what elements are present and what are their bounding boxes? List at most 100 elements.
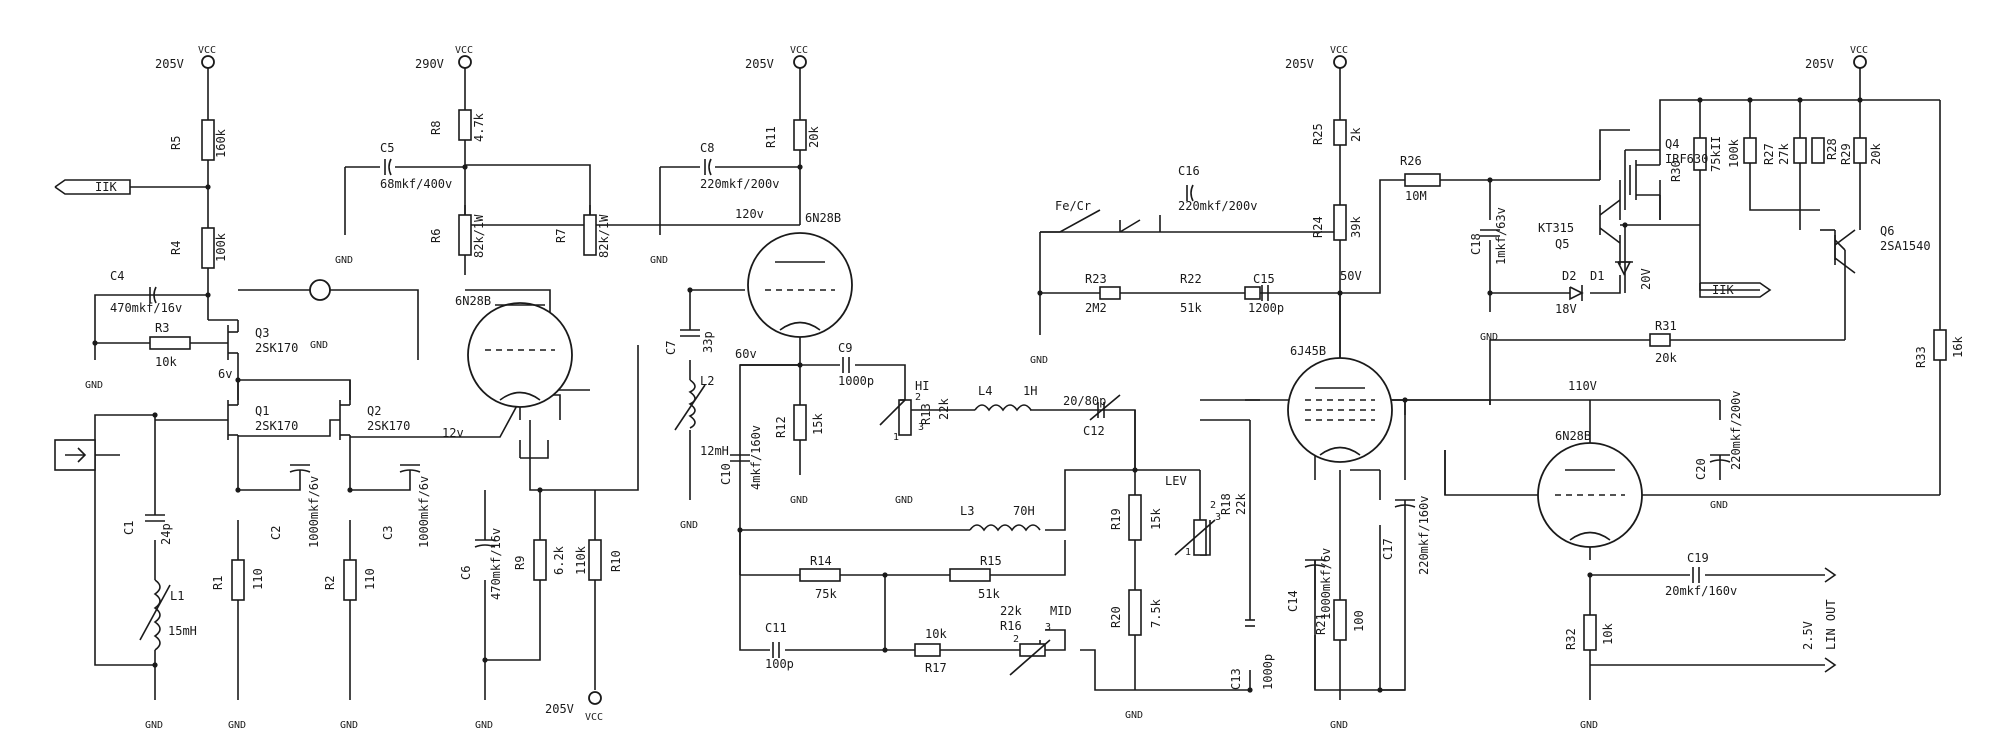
output-lin-out: 2.5V LIN OUT (1801, 567, 1838, 673)
pin-number: 3 (918, 422, 924, 433)
transistor-part: 2SA1540 (1880, 239, 1931, 253)
pin-number: 3 (1045, 622, 1051, 633)
transistor-ref: Q2 (367, 404, 381, 418)
gnd-label: GND (1330, 720, 1348, 731)
potentiometer-r18-lev[interactable]: LEV R18 22k 2 3 1 (1165, 474, 1248, 558)
transistor-ref: Q4 (1665, 137, 1679, 151)
resistor-r9: R9 6.2k (513, 539, 566, 581)
capacitor-ref: C6 (459, 566, 473, 580)
switch-fe-cr[interactable]: Fe/Cr (1040, 199, 1121, 233)
capacitor-value: 1000p (838, 374, 874, 388)
junction-dot (797, 164, 803, 170)
capacitor-value: 20/80p (1063, 394, 1106, 408)
junction-dot (235, 487, 241, 493)
junction-dot (1587, 572, 1593, 578)
resistor-ref: R31 (1655, 319, 1677, 333)
input-connector[interactable] (54, 439, 96, 471)
junction-dot (1747, 97, 1753, 103)
resistor-r25: R25 2k (1311, 119, 1363, 146)
ground-symbol: GND (145, 700, 163, 731)
capacitor-ref: C7 (664, 341, 678, 355)
wires (94, 68, 1941, 700)
resistor-value: 16k (1951, 336, 1965, 358)
resistor-r8: R8 4.7k (429, 109, 486, 142)
ground-symbol: GND (790, 475, 808, 506)
resistor-ref: R6 (429, 229, 443, 243)
diode-value: 20V (1639, 268, 1653, 290)
diode-d2: D2 18V (1555, 269, 1584, 316)
vcc-label: VCC (790, 45, 808, 56)
ground-symbol: GND (340, 700, 358, 731)
resistor-ref: R9 (513, 556, 527, 570)
resistor-r26: R26 10M (1400, 154, 1441, 203)
transistor-ref: Q3 (255, 326, 269, 340)
resistor-ref: R2 (323, 576, 337, 590)
resistor-r1: R1 110 (211, 559, 265, 601)
resistor-ref: R14 (810, 554, 832, 568)
capacitor-value: 220mkf/200v (700, 177, 779, 191)
port-iik-left: IIK (54, 179, 131, 195)
supply-label: 205V (745, 57, 774, 71)
resistor-value: 10k (155, 355, 177, 369)
junction-dot (1487, 177, 1493, 183)
capacitor-value: 220mkf/200v (1729, 391, 1743, 470)
resistor-value: 15k (811, 413, 825, 435)
junction-dot (1247, 687, 1253, 693)
resistor-r21: R21 100 (1314, 599, 1366, 641)
capacitor-value: 470mkf/16v (489, 528, 503, 600)
diode-ref: D2 (1562, 269, 1576, 283)
inductor-l3: L3 70H (960, 504, 1041, 532)
tube-6n28b-1: 6N28B (455, 294, 573, 408)
vcc-label: VCC (455, 45, 473, 56)
resistor-value: 10k (925, 627, 947, 641)
gnd-label: GND (1125, 710, 1143, 721)
resistor-value: 27k (1777, 143, 1791, 165)
junction-dot (1622, 222, 1628, 228)
capacitor-ref: C10 (719, 463, 733, 485)
resistor-value: 20k (1869, 143, 1883, 165)
tube-type: 6N28B (805, 211, 841, 225)
potentiometer-r16-mid[interactable]: MID 22k R16 2 3 (1000, 604, 1072, 676)
resistor-value: 75k (815, 587, 837, 601)
gnd-label: GND (895, 495, 913, 506)
resistor-r10: 110k R10 (574, 539, 623, 581)
resistor-r23: R23 2M2 (1085, 272, 1121, 315)
node-voltage-12v: 12v (442, 426, 464, 440)
supply-label: 205V (1805, 57, 1834, 71)
junction-dot (205, 292, 211, 298)
resistor-r14: R14 75k (799, 554, 841, 601)
ground-symbol: GND (1030, 335, 1048, 366)
resistor-ref: R33 (1914, 346, 1928, 368)
node-voltage-110v: 110V (1568, 379, 1597, 393)
capacitor-c16: C16 220mkf/200v (1178, 164, 1257, 213)
resistor-value: 20k (1655, 351, 1677, 365)
resistor-ref: R10 (609, 550, 623, 572)
potentiometer-r13-hi[interactable]: HI R13 22k 2 3 1 (879, 379, 951, 443)
junction-dot (537, 487, 543, 493)
capacitor-value: 33p (701, 331, 715, 353)
ground-symbol: GND (650, 235, 668, 266)
gnd-label: GND (1030, 355, 1048, 366)
resistor-r11: R11 20k (764, 119, 821, 151)
resistor-ref: R7 (554, 229, 568, 243)
resistor-value: 2k (1349, 127, 1363, 142)
resistor-ref: R20 (1109, 606, 1123, 628)
resistor-value: 15k (1149, 508, 1163, 530)
inductor-l1: L1 15mH (139, 579, 197, 651)
capacitor-value: 68mkf/400v (380, 177, 452, 191)
resistor-ref: R13 (919, 403, 933, 425)
capacitor-value: 1200p (1248, 301, 1284, 315)
capacitor-c1: C1 24p (122, 514, 173, 545)
supply-205v-q3: 205V VCC (155, 45, 216, 71)
resistor-r15: R15 51k (949, 554, 1002, 601)
capacitor-value: 470mkf/16v (110, 301, 182, 315)
resistor-ref: R22 (1180, 272, 1202, 286)
gnd-label: GND (145, 720, 163, 731)
pin-number: 2 (915, 392, 921, 403)
resistor-r22: R22 51k (1180, 272, 1261, 315)
node-voltage-6v: 6v (218, 367, 232, 381)
resistor-value: 160k (214, 128, 228, 158)
resistor-ref: R27 (1762, 143, 1776, 165)
capacitor-ref: C9 (838, 341, 852, 355)
